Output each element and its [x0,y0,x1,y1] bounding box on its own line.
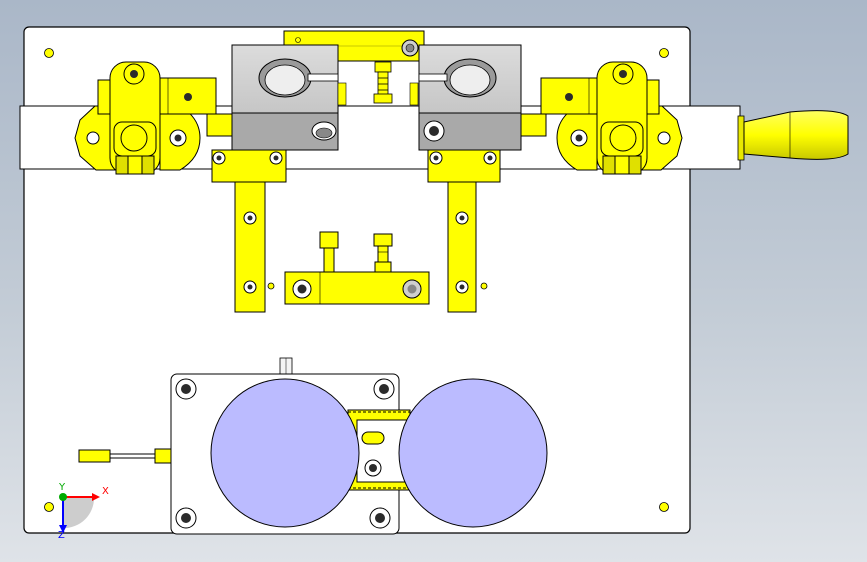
left-toggle-clamp[interactable] [74,61,217,175]
mounting-hole-icon [86,131,100,145]
rail-handle[interactable] [737,110,849,161]
center-adjust-screw[interactable] [373,61,393,104]
side-probe[interactable] [78,448,172,464]
axis-y-label: Y [59,482,66,493]
mounting-hole-icon [267,282,275,290]
roller-disc-right[interactable] [398,378,548,528]
mounting-hole-icon [480,282,488,290]
roller-disc-left[interactable] [210,378,360,528]
mounting-hole-icon [44,502,54,512]
axis-triad-icon [59,493,100,533]
right-shaft-collar-block[interactable] [409,44,547,183]
lower-stop-bar[interactable] [284,231,430,305]
mounting-hole-icon [44,48,54,58]
left-vertical-arm[interactable] [234,181,266,313]
right-vertical-arm[interactable] [447,181,477,313]
axis-x-label: X [102,486,109,497]
roller-unit[interactable] [170,357,548,535]
mounting-hole-icon [659,502,669,512]
plate-mounting-holes [44,48,669,512]
left-shaft-collar-block[interactable] [206,44,347,183]
right-toggle-clamp[interactable] [540,61,683,175]
axis-z-label: Z [58,530,65,541]
mounting-hole-icon [659,48,669,58]
